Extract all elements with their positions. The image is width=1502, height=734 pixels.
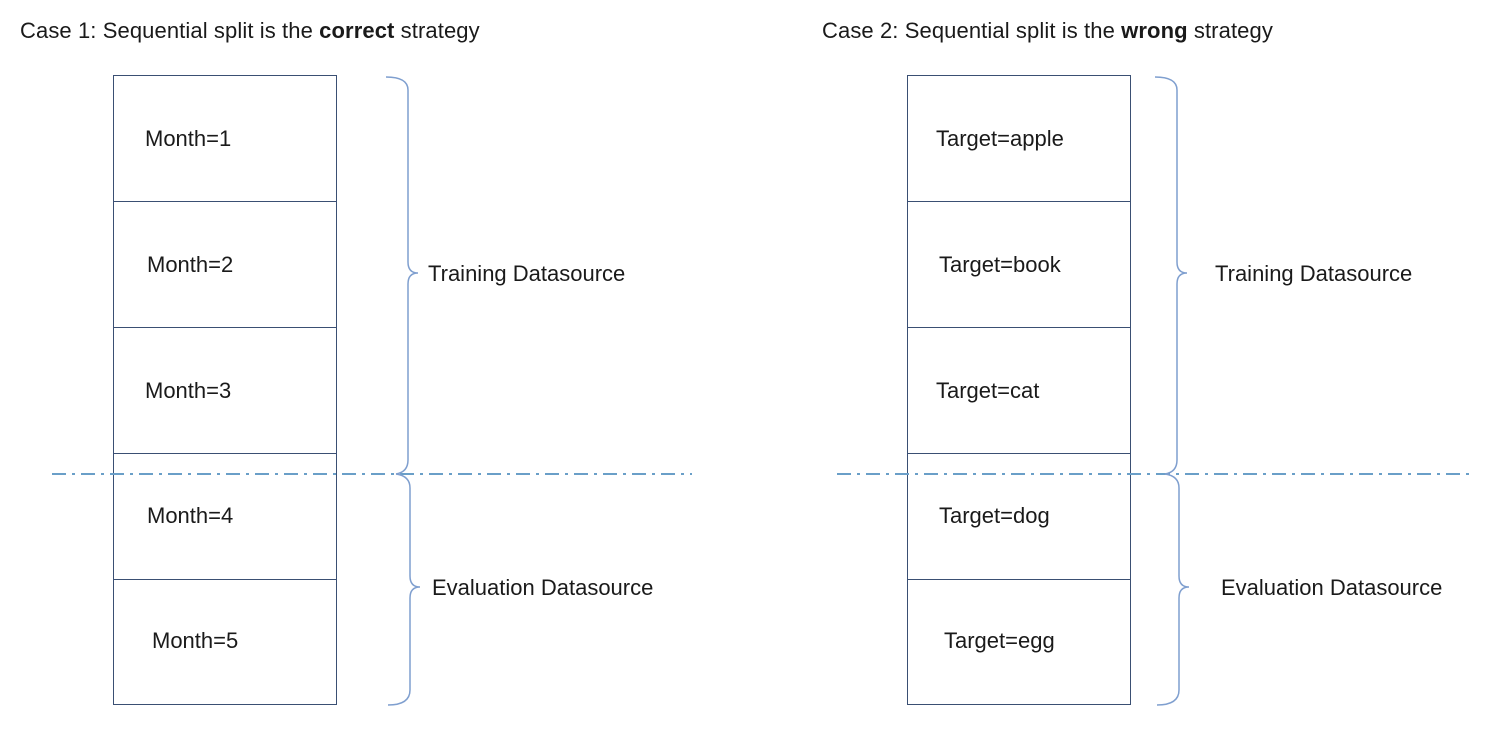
case-2-panel: Case 2: Sequential split is the wrong st… (751, 0, 1502, 734)
case-1-row-5-label: Month=5 (152, 628, 239, 653)
case-1-title-prefix: Case 1: Sequential split is the (20, 18, 320, 43)
case-2-title-prefix: Case 2: Sequential split is the (822, 18, 1122, 43)
case-2-data-stack: Target=apple Target=book Target=cat Targ… (907, 75, 1131, 705)
case-2-row-4-label: Target=dog (939, 503, 1050, 528)
case-1-row-4: Month=4 (114, 454, 336, 580)
case-2-training-label: Training Datasource (1215, 261, 1413, 286)
case-1-row-1: Month=1 (114, 76, 336, 202)
case-1-row-3: Month=3 (114, 328, 336, 454)
case-1-row-2: Month=2 (114, 202, 336, 328)
case-2-title-suffix: strategy (1187, 18, 1273, 43)
case-1-title-suffix: strategy (394, 18, 480, 43)
case-1-title-emphasis: correct (319, 18, 395, 43)
case-2-training-brace (1154, 76, 1188, 475)
case-1-braces-and-split (52, 76, 692, 706)
case-1-row-2-label: Month=2 (147, 251, 234, 277)
case-2-evaluation-label: Evaluation Datasource (1221, 575, 1443, 600)
case-2-braces-and-split (837, 76, 1471, 706)
case-1-data-stack: Month=1 Month=2 Month=3 Month=4 Month=5 (113, 75, 337, 705)
case-1-row-4-label: Month=4 (147, 503, 234, 528)
case-2-row-5: Target=egg (908, 580, 1130, 706)
case-2-title: Case 2: Sequential split is the wrong st… (822, 18, 1273, 44)
case-2-row-5-label: Target=egg (944, 628, 1055, 653)
case-1-training-label: Training Datasource (428, 261, 626, 286)
case-2-row-2: Target=book (908, 202, 1130, 328)
case-1-title: Case 1: Sequential split is the correct … (20, 18, 480, 44)
case-1-row-3-label: Month=3 (145, 377, 232, 403)
case-1-evaluation-brace (387, 473, 421, 706)
case-2-row-2-label: Target=book (939, 251, 1061, 277)
case-2-row-3: Target=cat (908, 328, 1130, 454)
case-1-evaluation-label: Evaluation Datasource (432, 575, 654, 600)
case-2-row-1-label: Target=apple (936, 125, 1064, 151)
case-2-evaluation-brace (1156, 473, 1190, 706)
case-1-training-brace (385, 76, 419, 475)
case-1-row-1-label: Month=1 (145, 125, 232, 151)
case-1-row-5: Month=5 (114, 580, 336, 706)
case-2-title-emphasis: wrong (1121, 18, 1188, 43)
case-2-row-1: Target=apple (908, 76, 1130, 202)
case-2-row-3-label: Target=cat (936, 377, 1040, 403)
case-1-panel: Case 1: Sequential split is the correct … (20, 18, 692, 706)
case-2-row-4: Target=dog (908, 454, 1130, 580)
